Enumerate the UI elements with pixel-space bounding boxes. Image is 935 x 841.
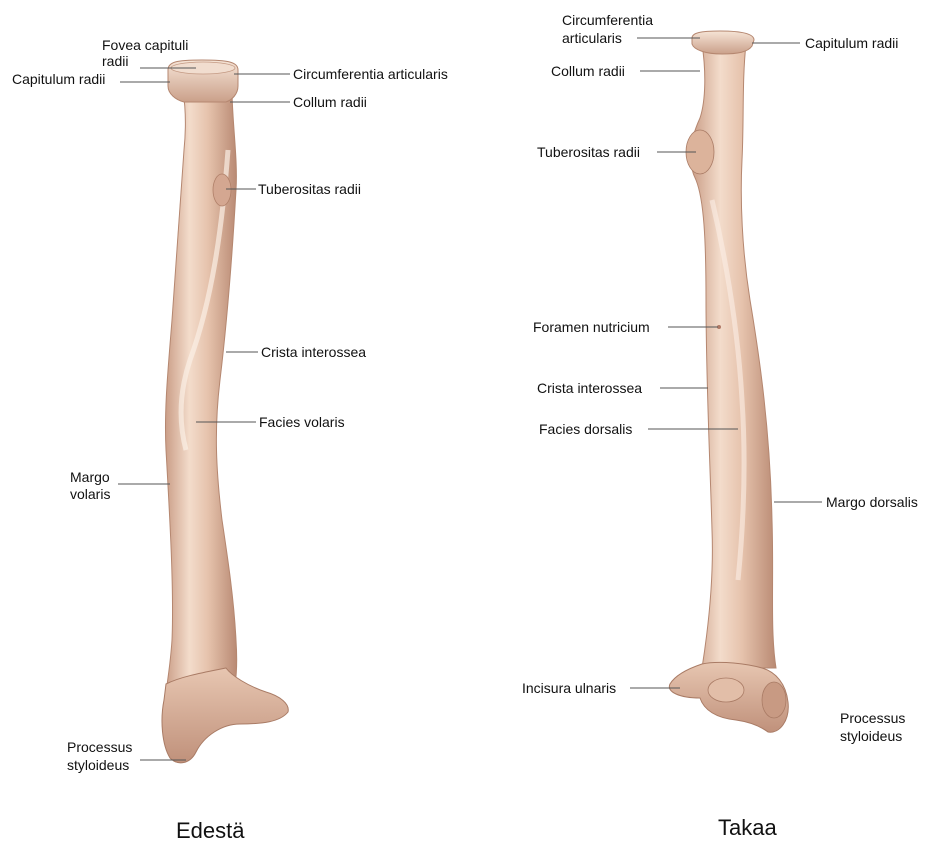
- label-margo-volaris-2: volaris: [70, 486, 110, 502]
- label-margo-volaris-1: Margo: [70, 469, 110, 485]
- label-facies-dorsalis: Facies dorsalis: [539, 421, 632, 437]
- back-bone-head: [692, 31, 754, 54]
- label-margo-dorsalis: Margo dorsalis: [826, 494, 918, 510]
- back-view: Circumferentia articularis Capitulum rad…: [522, 12, 918, 840]
- front-view: Fovea capituli radii Capitulum radii Cir…: [12, 37, 448, 841]
- label-processus-front-1: Processus: [67, 739, 132, 755]
- label-tuberositas-back: Tuberositas radii: [537, 144, 640, 160]
- caption-front: Edestä: [176, 818, 245, 841]
- front-tuberosity: [213, 174, 231, 206]
- label-fovea-radii: radii: [102, 53, 128, 69]
- caption-back: Takaa: [718, 815, 777, 840]
- label-processus-front-2: styloideus: [67, 757, 129, 773]
- label-facies-volaris: Facies volaris: [259, 414, 345, 430]
- label-foramen-nutricium: Foramen nutricium: [533, 319, 650, 335]
- label-collum-radii-front: Collum radii: [293, 94, 367, 110]
- label-crista-back: Crista interossea: [537, 380, 642, 396]
- label-circumferentia-back-2: articularis: [562, 30, 622, 46]
- label-processus-back-1: Processus: [840, 710, 905, 726]
- label-circumferentia-front: Circumferentia articularis: [293, 66, 448, 82]
- label-processus-back-2: styloideus: [840, 728, 902, 744]
- label-tuberositas-front: Tuberositas radii: [258, 181, 361, 197]
- label-fovea-capituli: Fovea capituli: [102, 37, 188, 53]
- back-styloid-knob: [762, 682, 786, 718]
- back-tubercle: [708, 678, 744, 702]
- label-incisura-ulnaris: Incisura ulnaris: [522, 680, 616, 696]
- label-circumferentia-back-1: Circumferentia: [562, 12, 653, 28]
- front-bone-distal: [162, 668, 288, 763]
- label-collum-radii-back: Collum radii: [551, 63, 625, 79]
- label-capitulum-radii-back: Capitulum radii: [805, 35, 898, 51]
- label-crista-front: Crista interossea: [261, 344, 366, 360]
- label-capitulum-radii-front: Capitulum radii: [12, 71, 105, 87]
